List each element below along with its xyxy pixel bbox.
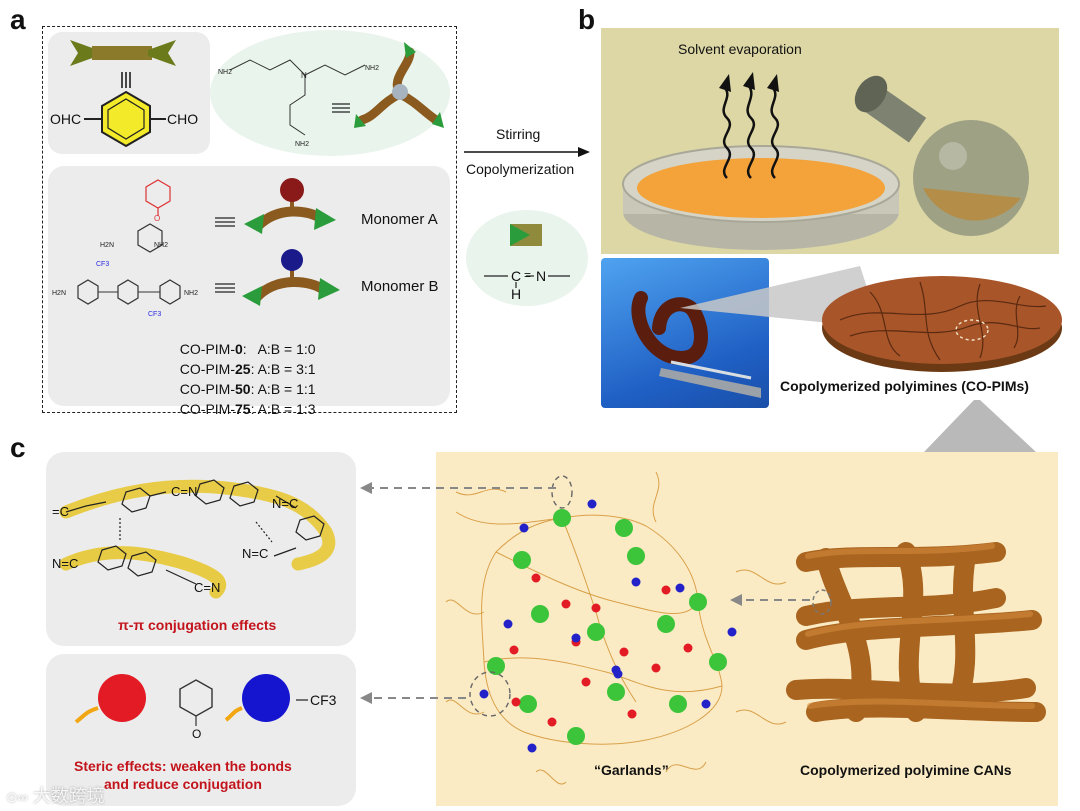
monomer-a-structure: O H2N NH2 Monomer A bbox=[100, 178, 438, 253]
monomer-b-icon bbox=[242, 249, 340, 306]
monomer-box bbox=[48, 166, 450, 406]
svg-text:NH2: NH2 bbox=[184, 290, 198, 297]
svg-text:=C: =C bbox=[52, 504, 69, 519]
imine-icon bbox=[510, 224, 542, 246]
solvent-evaporation-label: Solvent evaporation bbox=[678, 41, 802, 57]
reaction-arrow bbox=[464, 147, 590, 157]
triamine-icon bbox=[354, 42, 444, 128]
arrow-label-stirring: Stirring bbox=[496, 126, 541, 142]
imine-bond: C = N H bbox=[484, 268, 570, 302]
panel-letter-c: c bbox=[10, 432, 26, 463]
evaporation-illustration bbox=[622, 72, 1029, 250]
garlands-label: “Garlands” bbox=[594, 762, 669, 778]
steric-box bbox=[46, 654, 356, 806]
monomer-b-structure: H2N NH2 CF3 CF3 Monomer B bbox=[52, 249, 439, 318]
steric-label-1: Steric effects: weaken the bonds bbox=[74, 758, 292, 774]
svg-text:N: N bbox=[536, 268, 546, 284]
evaporation-arrows bbox=[722, 85, 780, 179]
blue-sphere-steric bbox=[242, 674, 290, 722]
pi-pi-label: π-π conjugation effects bbox=[118, 617, 277, 633]
dashed-circle-cans bbox=[812, 589, 832, 615]
benzene-ring bbox=[101, 90, 151, 148]
cans-label: Copolymerized polyimine CANs bbox=[800, 762, 1012, 778]
svg-text:N=C: N=C bbox=[272, 496, 298, 511]
svg-text:C: C bbox=[511, 268, 521, 284]
pi-pi-structure: =C C=N N=C N=C N=C C=N bbox=[52, 479, 336, 599]
linker-icon bbox=[70, 40, 98, 66]
dashed-arrows bbox=[360, 482, 810, 704]
svg-text:C=N: C=N bbox=[171, 484, 197, 499]
cho-label: CHO bbox=[167, 111, 198, 127]
ratio-co-pim-50: CO-PIM-50: A:B = 1:1 bbox=[179, 381, 316, 397]
panel-letter-a: a bbox=[10, 4, 26, 35]
blue-sphere bbox=[281, 249, 303, 271]
flask bbox=[854, 75, 1029, 236]
svg-text:H2N: H2N bbox=[52, 290, 66, 297]
panel-a-frame bbox=[42, 26, 457, 413]
svg-text:NH2: NH2 bbox=[154, 242, 168, 249]
svg-text:NH2: NH2 bbox=[365, 65, 379, 72]
aldehyde-structure: OHC CHO bbox=[50, 40, 198, 148]
red-sphere-steric bbox=[98, 674, 146, 722]
garland-network bbox=[445, 471, 1046, 785]
film-photo-content bbox=[631, 291, 761, 398]
svg-text:CF3: CF3 bbox=[96, 261, 109, 268]
red-sphere bbox=[280, 178, 304, 202]
ratio-co-pim-0: CO-PIM-0: A:B = 1:0 bbox=[179, 341, 316, 357]
watermark-logo-icon: ⊙∞ bbox=[6, 789, 28, 805]
svg-text:N=C: N=C bbox=[242, 546, 268, 561]
svg-text:NH2: NH2 bbox=[295, 141, 309, 148]
monomer-a-label: Monomer A bbox=[361, 211, 438, 228]
ratio-co-pim-25: CO-PIM-25: A:B = 3:1 bbox=[179, 361, 316, 377]
monomer-b-label: Monomer B bbox=[361, 278, 439, 295]
steric-structure: O CF3 bbox=[74, 674, 337, 741]
svg-text:=: = bbox=[524, 268, 531, 282]
polyimine-disc bbox=[822, 276, 1062, 372]
svg-text:C=N: C=N bbox=[194, 580, 220, 595]
solution bbox=[637, 158, 885, 218]
panel-letter-b: b bbox=[578, 4, 596, 35]
svg-text:O: O bbox=[192, 727, 201, 741]
film-label: Copolymerized polyimines (CO-PIMs) bbox=[780, 378, 1029, 394]
ohc-label: OHC bbox=[50, 111, 81, 127]
svg-text:CF3: CF3 bbox=[148, 311, 161, 318]
steric-label-2: and reduce conjugation bbox=[104, 776, 262, 792]
svg-text:O: O bbox=[154, 214, 160, 223]
monomer-a-icon bbox=[244, 178, 336, 234]
triamine-structure: NH2 NH2 NH2 N bbox=[218, 42, 444, 148]
svg-text:H: H bbox=[511, 286, 521, 302]
film-photo bbox=[601, 258, 769, 408]
cf3-label: CF3 bbox=[310, 692, 337, 708]
ratio-co-pim-75: CO-PIM-75: A:B = 1:3 bbox=[179, 401, 316, 417]
svg-text:H2N: H2N bbox=[100, 242, 114, 249]
svg-text:N: N bbox=[301, 71, 307, 80]
cans-tubes bbox=[786, 542, 1046, 722]
arrow-label-copolymerization: Copolymerization bbox=[466, 161, 575, 177]
svg-text:N=C: N=C bbox=[52, 556, 78, 571]
svg-text:NH2: NH2 bbox=[218, 69, 232, 76]
watermark: ⊙∞ 大数跨境 bbox=[6, 786, 105, 806]
network-connector bbox=[924, 400, 1036, 452]
